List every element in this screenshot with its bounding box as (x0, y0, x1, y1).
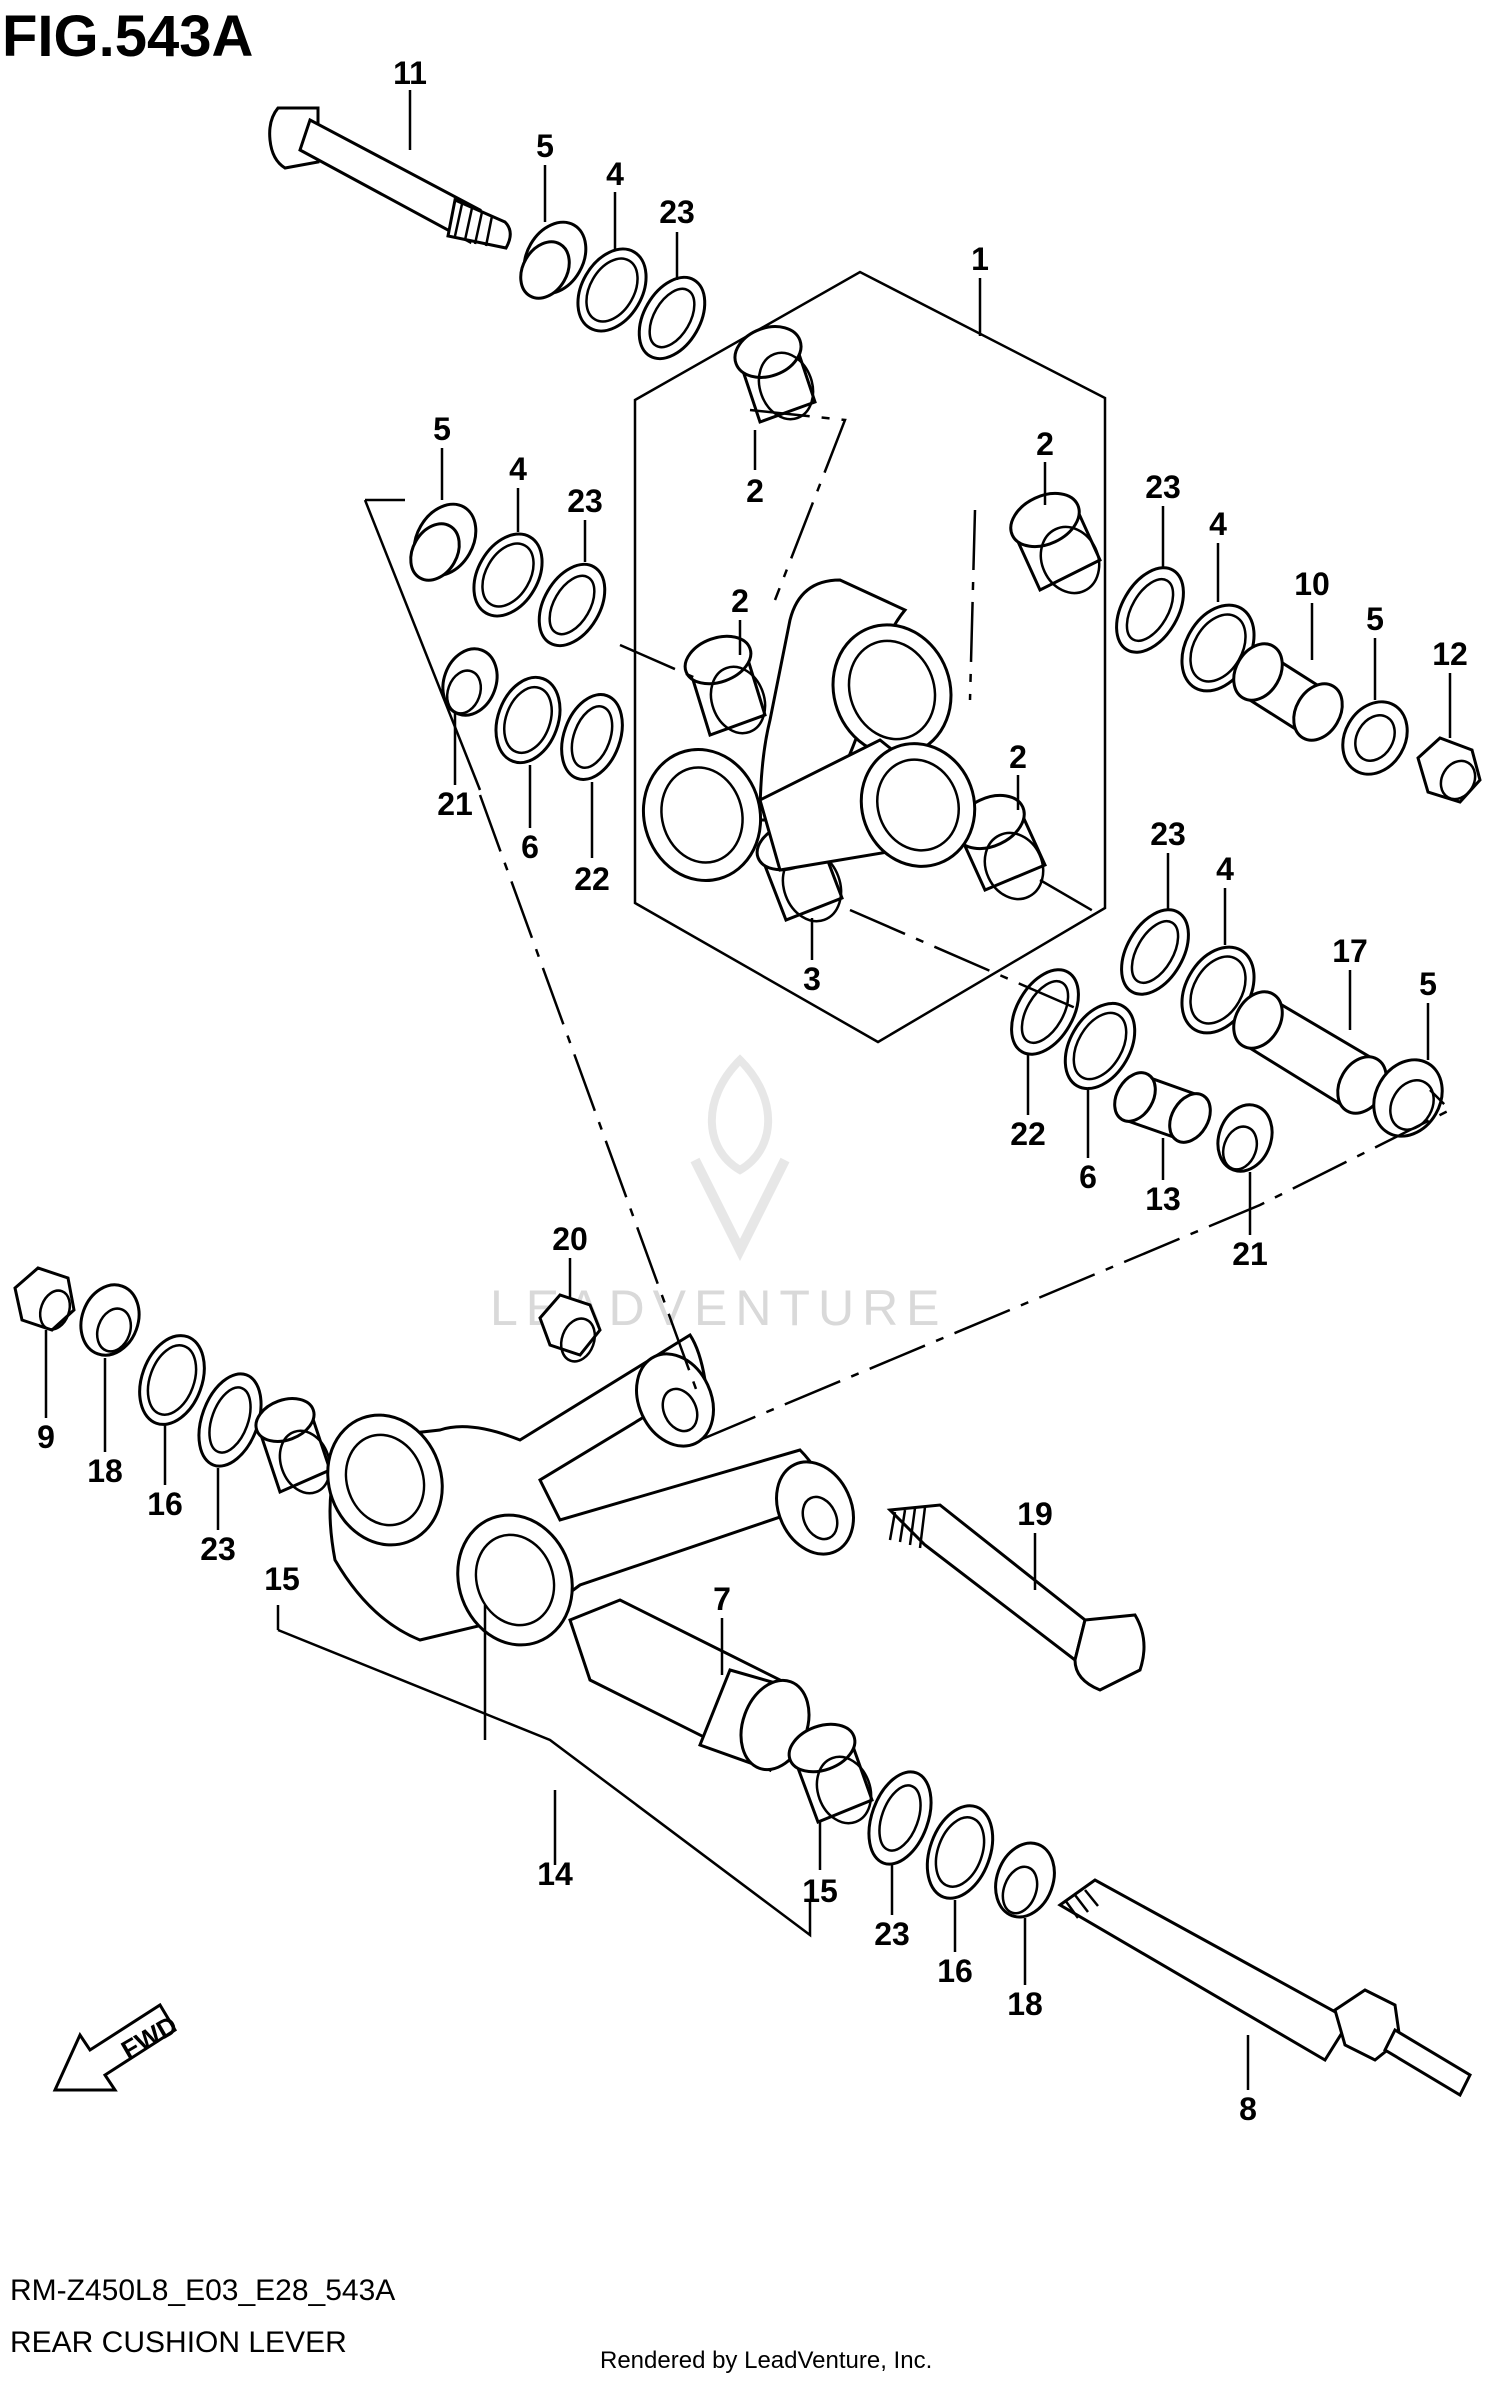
spacer-5-top (519, 220, 588, 300)
callout-23: 23 (659, 194, 695, 230)
callout-21: 21 (1232, 1236, 1268, 1272)
spacer-21-left (441, 647, 499, 717)
bearing-2-right (1009, 491, 1102, 595)
callout-18: 18 (1007, 1986, 1043, 2022)
assembly-outline-1 (633, 270, 1107, 1044)
bolt-11 (268, 106, 512, 250)
callout-13: 13 (1145, 1181, 1181, 1217)
callout-15: 15 (264, 1561, 300, 1597)
washer-23-top (637, 275, 707, 361)
bolt-8 (1057, 1878, 1472, 2098)
bolt-19 (886, 1503, 1146, 1692)
callout-16: 16 (147, 1486, 183, 1522)
oil-seal-6-mid (1063, 1001, 1137, 1091)
spacer-5-right-upper (1341, 700, 1409, 776)
fwd-arrow-icon: FWD (52, 2002, 182, 2092)
callout-7: 7 (713, 1581, 731, 1617)
callout-5: 5 (536, 128, 554, 164)
oil-seal-6-left (494, 675, 562, 765)
spacer-13 (1113, 1071, 1212, 1144)
callout-12: 12 (1432, 636, 1468, 672)
callout-20: 20 (552, 1221, 588, 1257)
spacer-5-left (409, 502, 478, 582)
callout-22: 22 (1010, 1116, 1046, 1152)
callout-23: 23 (200, 1531, 236, 1567)
spacer-18-left (79, 1283, 141, 1357)
oil-seal-16-right (925, 1804, 995, 1900)
callout-8: 8 (1239, 2091, 1257, 2127)
rendered-by: Rendered by LeadVenture, Inc. (600, 2347, 932, 2374)
bearing-2-left (683, 634, 767, 737)
callout-4: 4 (606, 156, 624, 192)
bracket-14 (276, 1605, 812, 1938)
spacer-21-mid (1216, 1103, 1274, 1173)
callout-18: 18 (87, 1453, 123, 1489)
callout-17: 17 (1332, 933, 1368, 969)
callout-6: 6 (521, 829, 539, 865)
bearing-15-left (254, 1397, 332, 1495)
callout-9: 9 (37, 1419, 55, 1455)
callout-2: 2 (731, 583, 749, 619)
spacer-17 (1232, 990, 1388, 1115)
callout-5: 5 (433, 411, 451, 447)
spacer-18-right (994, 1841, 1056, 1919)
callout-21: 21 (437, 786, 473, 822)
callout-15: 15 (802, 1873, 838, 1909)
callout-4: 4 (509, 451, 527, 487)
model-code: RM-Z450L8_E03_E28_543A (10, 2274, 395, 2307)
watermark-logo (690, 1054, 790, 1262)
callout-23: 23 (1150, 816, 1186, 852)
callout-4: 4 (1209, 506, 1227, 542)
oil-seal-4-top (576, 247, 648, 333)
callout-3: 3 (803, 961, 821, 997)
oil-seal-4-left (472, 532, 544, 618)
cushion-lever-1 (641, 578, 977, 882)
washer-22-mid (1010, 968, 1080, 1056)
callout-23: 23 (567, 483, 603, 519)
callout-16: 16 (937, 1953, 973, 1989)
washer-23-right-upper (1115, 566, 1185, 654)
nut-20 (538, 1293, 602, 1363)
callout-11: 11 (393, 55, 427, 91)
callout-19: 19 (1017, 1496, 1053, 1532)
figure-title: FIG.543A (2, 4, 253, 69)
washer-23-right-mid (1120, 908, 1190, 996)
spacer-10 (1232, 642, 1344, 742)
callout-5: 5 (1366, 601, 1384, 637)
callout-1: 1 (971, 241, 989, 277)
bearing-2-upper (733, 325, 817, 424)
callout-2: 2 (1036, 426, 1054, 462)
nut-12 (1416, 736, 1482, 804)
callout-10: 10 (1294, 566, 1330, 602)
callout-22: 22 (574, 861, 610, 897)
assembly-lines (363, 408, 1453, 1442)
spacer-5-right-mid (1372, 1058, 1444, 1138)
spacer-7 (568, 1598, 811, 1773)
washer-23-lower-right (867, 1770, 933, 1866)
washer-23-left (537, 562, 607, 648)
callout-6: 6 (1079, 1159, 1097, 1195)
oil-seal-16-left (138, 1334, 206, 1426)
callout-14: 14 (537, 1856, 573, 1892)
nut-9 (13, 1266, 76, 1332)
bearing-15-right (787, 1722, 874, 1825)
diagram-caption: REAR CUSHION LEVER (10, 2326, 347, 2359)
callout-23: 23 (874, 1916, 910, 1952)
callout-2: 2 (746, 473, 764, 509)
callout-5: 5 (1419, 966, 1437, 1002)
cushion-rod-14 (326, 1332, 855, 1647)
callouts: 11 5 4 23 1 2 2 2 2 5 4 23 21 6 22 23 4 … (37, 55, 1468, 2127)
callout-2: 2 (1009, 739, 1027, 775)
callout-23: 23 (1145, 469, 1181, 505)
callout-4: 4 (1216, 851, 1234, 887)
washer-22-left (560, 693, 624, 781)
